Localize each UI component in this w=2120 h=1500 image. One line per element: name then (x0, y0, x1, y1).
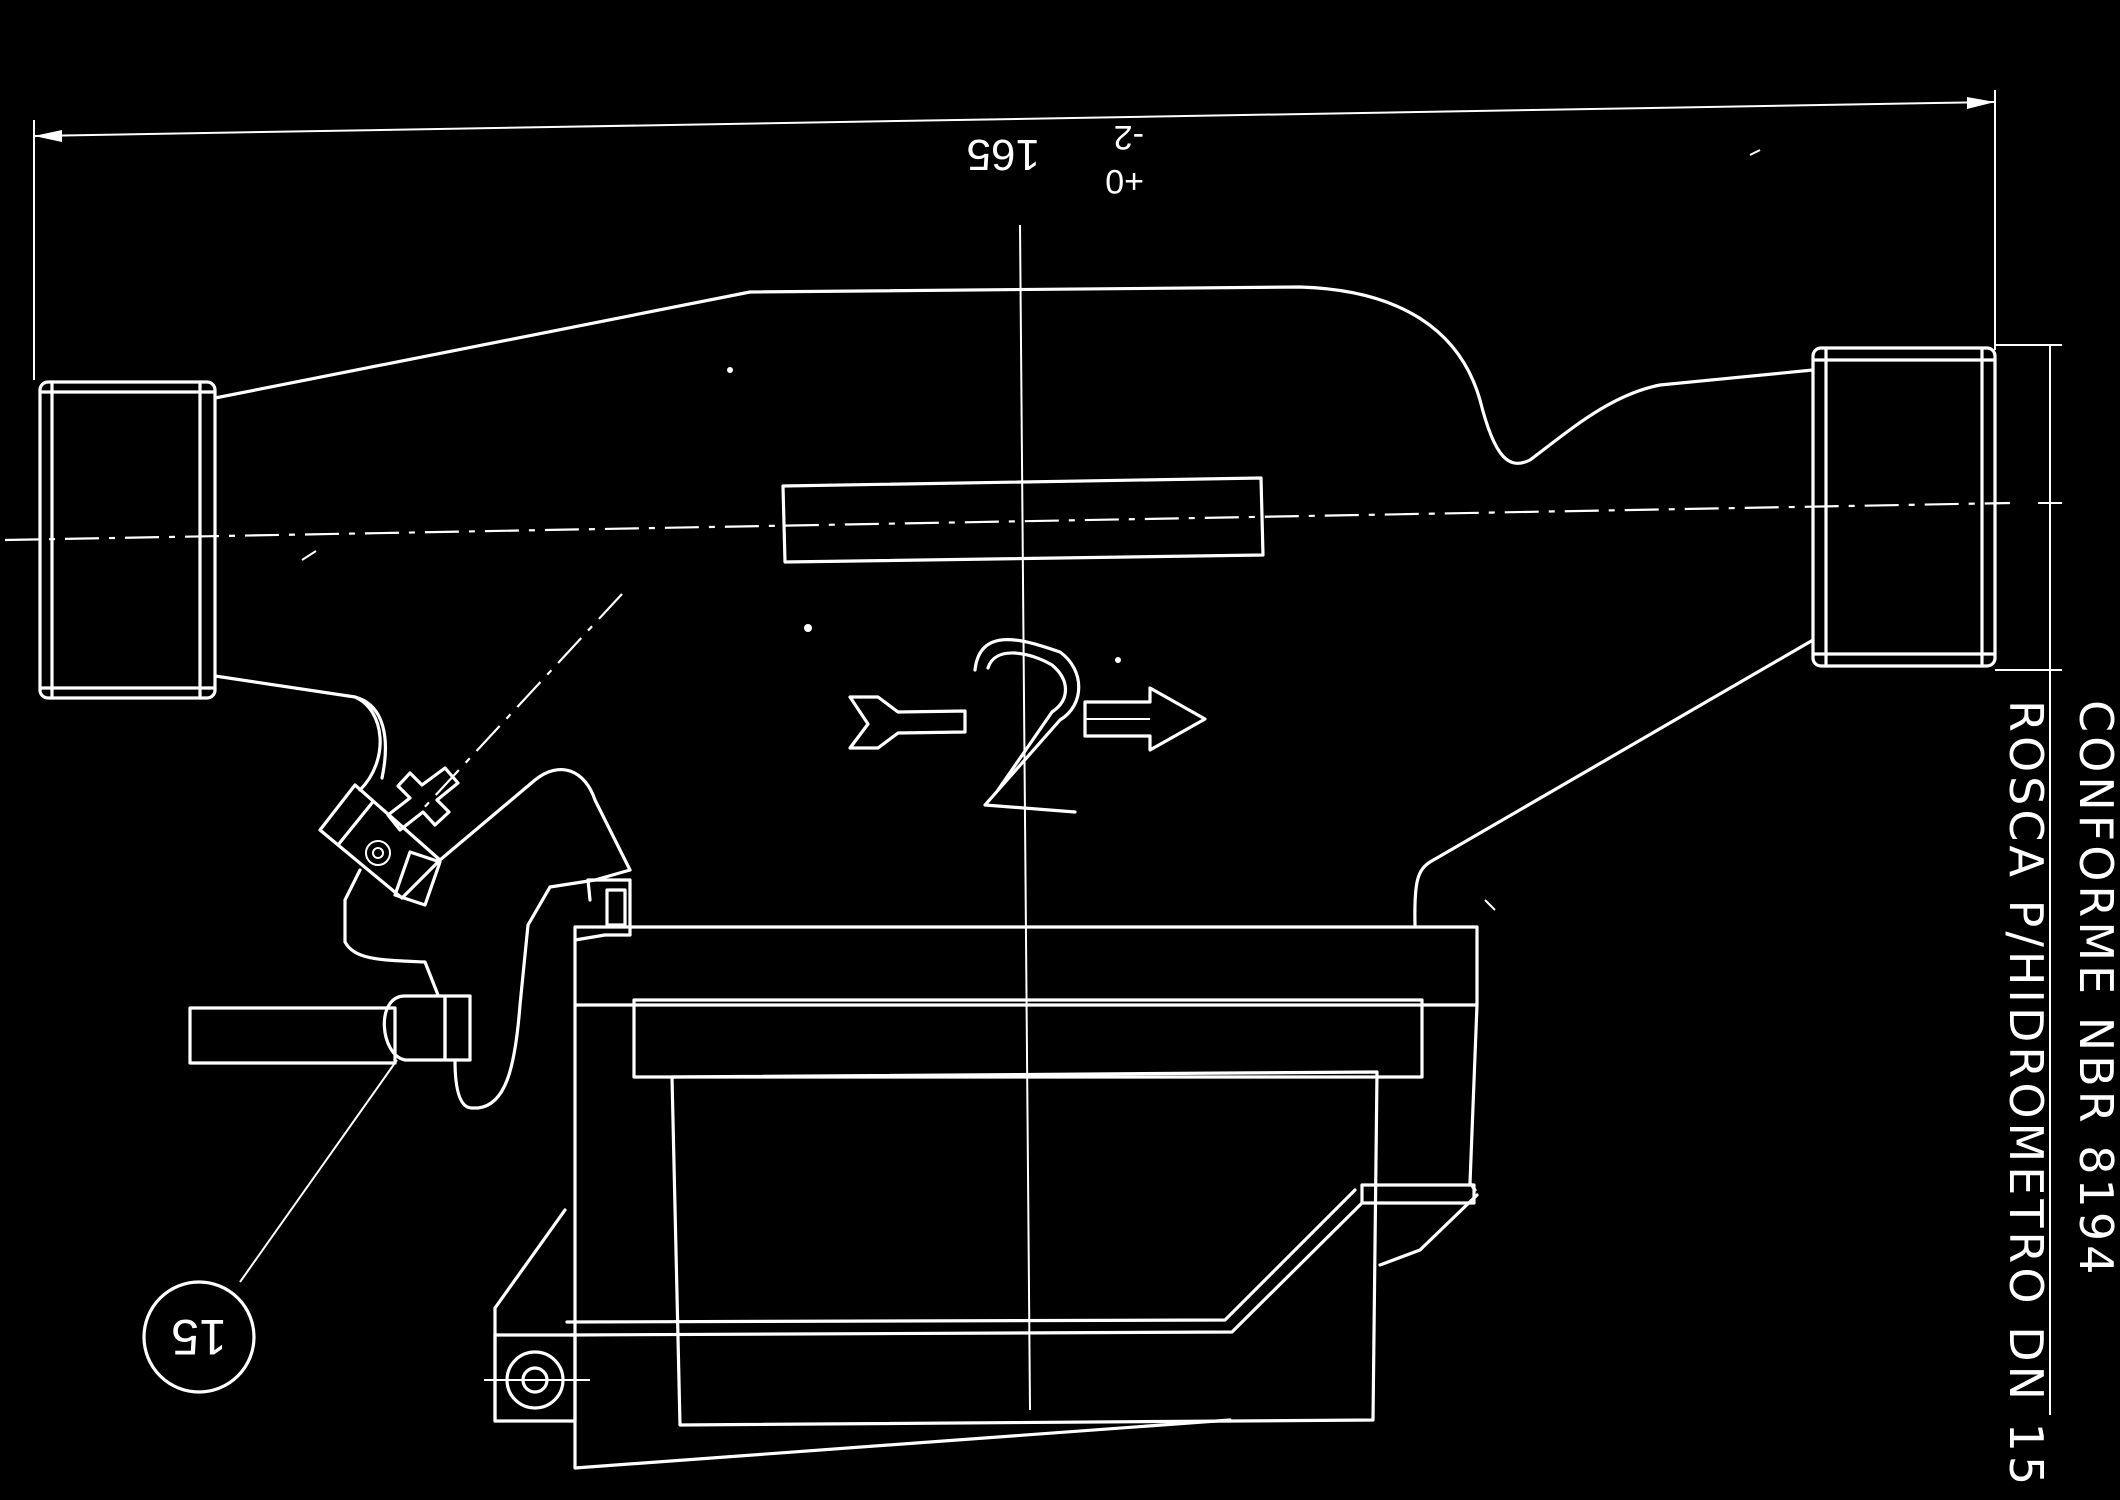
vertical-centerline (1019, 224, 1031, 1411)
left-thread-connection (38, 380, 217, 700)
balloon-leader (239, 1059, 398, 1283)
part-balloon: 15 (142, 1280, 256, 1394)
overall-length-dimension (33, 90, 1996, 380)
overall-length-value: 165 (967, 130, 1040, 179)
meter-body-lower-left-outline (213, 674, 387, 780)
meter-body-lower-right-outline (1413, 638, 1815, 927)
drain-axis-line (419, 593, 623, 813)
stray-marks (301, 149, 1761, 911)
tolerance-lower: -2 (1114, 118, 1144, 156)
tolerance-upper: +0 (1105, 162, 1144, 200)
thread-note: CONFORME NBR 8194 (2069, 700, 2120, 1278)
rotation-symbol-icon (973, 638, 1081, 814)
part-balloon-number: 15 (171, 1309, 227, 1365)
right-thread-connection (1811, 346, 1997, 668)
thread-note-2: ROSCA P/HIDROMETRO DN 15 (1999, 700, 2053, 1489)
standard-note: CONFORME NBR 8194 (2069, 700, 2120, 1278)
pin-component (188, 994, 472, 1065)
thread-spec-note: ROSCA P/HIDROMETRO DN 15 (1999, 700, 2053, 1489)
horizontal-centerline (4, 501, 2011, 542)
flow-channel (781, 476, 1265, 564)
meter-body-upper-outline (213, 285, 1815, 465)
register-housing (493, 925, 1479, 1470)
thread-dimension (1995, 344, 2062, 1415)
left-bracket-mechanism (343, 695, 632, 1110)
drain-plug (318, 766, 460, 907)
flow-direction-arrow-icon (848, 686, 1207, 752)
pivot-icon (484, 1350, 590, 1410)
